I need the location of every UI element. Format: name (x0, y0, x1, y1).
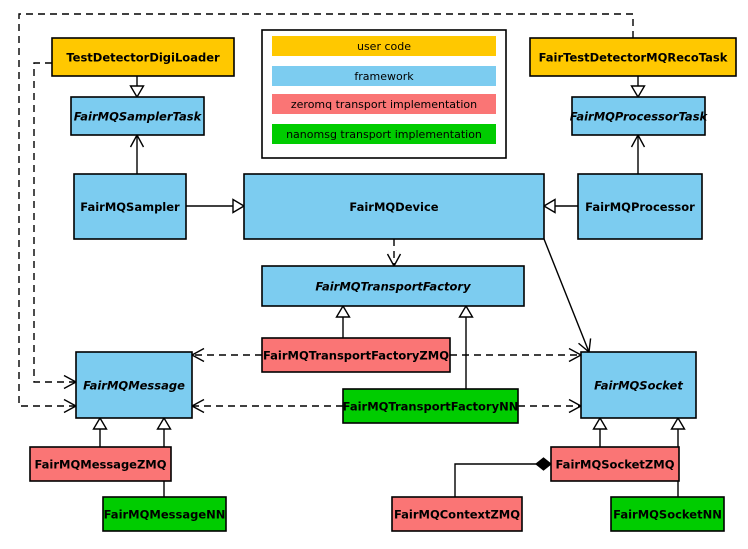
legend-swatch (272, 36, 496, 56)
legend-swatch (272, 124, 496, 144)
edge-line (33, 62, 76, 383)
edge-line (454, 463, 536, 497)
class-box[interactable] (75, 351, 193, 419)
class-box[interactable] (243, 173, 545, 240)
edge-sampler-to-samplertask (129, 133, 145, 174)
edge-device-to-socket (543, 238, 592, 354)
class-node-FairMQContextZMQ[interactable]: FairMQContextZMQ (391, 496, 523, 532)
edge-contextzmq-to-socketzmq (454, 457, 552, 497)
legend-item-1: framework (272, 66, 496, 86)
generalization-arrowhead (129, 85, 145, 99)
class-node-FairMQProcessor[interactable]: FairMQProcessor (577, 173, 703, 240)
edge-messagezmq-to-message (92, 416, 108, 447)
class-box[interactable] (73, 173, 187, 240)
legend-layer: user code framework zeromq transport imple… (261, 29, 507, 159)
edge-recotask-to-processortask (630, 76, 646, 99)
class-node-FairMQSocket[interactable]: FairMQSocket (580, 351, 697, 419)
edge-factoryzmq-to-factory (335, 304, 351, 338)
generalization-arrowhead (232, 198, 246, 214)
class-box[interactable] (342, 388, 519, 424)
composition-diamond (535, 457, 552, 471)
edge-line (543, 238, 590, 353)
class-node-FairMQMessageNN[interactable]: FairMQMessageNN (102, 496, 227, 532)
generalization-arrowhead (92, 416, 108, 430)
class-node-FairMQDevice[interactable]: FairMQDevice (243, 173, 545, 240)
legend-swatch (272, 66, 496, 86)
edge-factoryzmq-to-message (190, 347, 262, 363)
class-node-FairMQTransportFactoryZMQ[interactable]: FairMQTransportFactoryZMQ (261, 337, 451, 373)
legend-item-2: zeromq transport implementation (272, 94, 496, 114)
edge-processor-to-processortask (630, 133, 646, 174)
class-box[interactable] (70, 96, 205, 136)
legend-swatch (272, 94, 496, 114)
class-box[interactable] (391, 496, 523, 532)
class-box[interactable] (577, 173, 703, 240)
edge-sampler-to-device (186, 198, 246, 214)
class-box[interactable] (550, 446, 680, 482)
class-box[interactable] (51, 37, 235, 77)
class-box[interactable] (571, 96, 706, 136)
generalization-arrowhead (592, 416, 608, 430)
class-node-TestDetectorDigiLoader[interactable]: TestDetectorDigiLoader (51, 37, 235, 77)
class-node-FairMQSocketNN[interactable]: FairMQSocketNN (610, 496, 725, 532)
class-box[interactable] (580, 351, 697, 419)
generalization-arrowhead (156, 416, 172, 430)
edges-layer (18, 13, 686, 497)
class-node-FairMQSocketZMQ[interactable]: FairMQSocketZMQ (550, 446, 680, 482)
class-node-FairMQMessageZMQ[interactable]: FairMQMessageZMQ (29, 446, 172, 482)
generalization-arrowhead (458, 304, 474, 318)
edge-factorynn-to-factory (458, 304, 474, 389)
class-node-FairMQMessage[interactable]: FairMQMessage (75, 351, 193, 419)
edge-digiloader-to-samplertask (129, 76, 145, 99)
class-box[interactable] (610, 496, 725, 532)
class-node-FairMQProcessorTask[interactable]: FairMQProcessorTask (570, 96, 709, 136)
edge-digiloader-to-message-inner (33, 62, 78, 390)
class-node-FairMQSampler[interactable]: FairMQSampler (73, 173, 187, 240)
class-box[interactable] (529, 37, 737, 77)
generalization-arrowhead (630, 85, 646, 99)
edge-device-to-transportfactory (386, 239, 402, 268)
class-node-FairMQTransportFactory[interactable]: FairMQTransportFactory (261, 265, 525, 307)
generalization-arrowhead (670, 416, 686, 430)
class-node-FairMQSamplerTask[interactable]: FairMQSamplerTask (70, 96, 205, 136)
class-box[interactable] (261, 265, 525, 307)
class-node-FairMQTransportFactoryNN[interactable]: FairMQTransportFactoryNN (342, 388, 519, 424)
legend-item-3: nanomsg transport implementation (272, 124, 496, 144)
class-box[interactable] (102, 496, 227, 532)
generalization-arrowhead (542, 198, 556, 214)
edge-socketzmq-to-socket (592, 416, 608, 447)
generalization-arrowhead (335, 304, 351, 318)
edge-processor-to-device (542, 198, 578, 214)
class-box[interactable] (261, 337, 451, 373)
edge-factoryzmq-to-socket (450, 347, 583, 363)
edge-factorynn-to-socket (518, 398, 583, 414)
legend-item-0: user code (272, 36, 496, 56)
class-node-FairTestDetectorMQRecoTask[interactable]: FairTestDetectorMQRecoTask (529, 37, 737, 77)
edge-line (18, 13, 634, 407)
edge-factorynn-to-message (190, 398, 343, 414)
class-box[interactable] (29, 446, 172, 482)
